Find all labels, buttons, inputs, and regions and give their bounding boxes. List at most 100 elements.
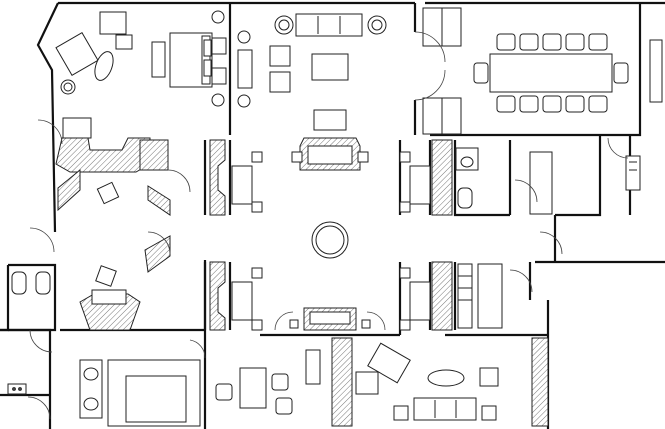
- armchair: [479, 367, 499, 387]
- armchair: [269, 71, 291, 93]
- stool: [361, 319, 371, 329]
- chair: [399, 151, 411, 163]
- shelf: [457, 263, 473, 329]
- stool: [357, 151, 369, 163]
- reception-desk: [62, 117, 92, 139]
- office-cubes-right: [399, 139, 533, 331]
- desk: [231, 165, 253, 205]
- round-stool: [60, 79, 76, 95]
- cabinet: [209, 261, 226, 331]
- pillow: [203, 39, 212, 57]
- chair: [251, 319, 263, 331]
- door-swing: [29, 227, 55, 253]
- sink-icon: [83, 367, 99, 381]
- door-swing: [27, 396, 51, 420]
- bedroom: [151, 32, 253, 89]
- sink-icon: [83, 397, 99, 411]
- bathroom-lower-left: [7, 271, 53, 420]
- dining-table: [489, 53, 613, 93]
- lounge-lower: [215, 307, 549, 427]
- door-swing: [607, 137, 629, 159]
- desk: [231, 281, 253, 321]
- door-swing: [189, 339, 206, 359]
- sofa: [295, 13, 363, 37]
- sink-icon: [7, 383, 27, 395]
- lamp-icon: [211, 10, 225, 24]
- nightstand: [211, 37, 227, 55]
- cabinet: [431, 139, 453, 216]
- chair: [251, 267, 263, 279]
- coffee-table: [427, 369, 465, 387]
- side-table: [115, 34, 133, 50]
- door-swing: [514, 179, 538, 203]
- lounge-room: [55, 10, 251, 108]
- reception-left: [37, 117, 171, 216]
- closet: [529, 151, 553, 215]
- reception-desk: [313, 109, 347, 131]
- chair: [251, 201, 263, 213]
- side-table: [393, 405, 409, 421]
- door-swing: [147, 231, 171, 255]
- chair: [399, 267, 411, 279]
- bed: [125, 375, 187, 423]
- pillow: [203, 59, 212, 77]
- desk: [409, 281, 431, 321]
- lamp-icon: [237, 30, 251, 44]
- armchair: [99, 11, 127, 35]
- recliner-chair: [367, 342, 411, 384]
- partition-wall: [57, 168, 81, 212]
- round-table: [311, 221, 349, 259]
- chair: [399, 319, 411, 331]
- filing-cabinet: [477, 263, 503, 329]
- desk: [151, 41, 166, 78]
- sideboard: [649, 39, 663, 103]
- chair: [96, 181, 120, 205]
- reception-lower-left: [29, 227, 171, 331]
- door-swing: [539, 231, 563, 255]
- side-table: [305, 349, 321, 385]
- dining-chair-right: [613, 62, 629, 84]
- sofa: [413, 397, 477, 421]
- reception-desk: [91, 289, 127, 305]
- door-swing: [167, 169, 191, 193]
- lamp-icon: [211, 93, 225, 107]
- door-swing: [274, 311, 294, 331]
- partition-wall: [144, 235, 171, 273]
- dining-room: [414, 7, 663, 135]
- cabinet: [209, 139, 226, 216]
- dresser: [237, 49, 253, 89]
- chair: [275, 397, 293, 415]
- sofa: [55, 31, 99, 77]
- reception-counter: [55, 137, 151, 173]
- partition-wall: [331, 337, 353, 427]
- office-cubes-left: [139, 139, 263, 331]
- stool: [291, 151, 303, 163]
- round-table: [367, 15, 387, 35]
- side-table: [481, 405, 497, 421]
- coffee-table: [311, 53, 349, 81]
- chair: [95, 265, 117, 287]
- door-swing: [509, 269, 533, 293]
- suite-lower-left: [79, 339, 206, 427]
- desk: [239, 367, 267, 409]
- living-room: [269, 13, 387, 93]
- lamp-icon: [237, 94, 251, 108]
- chair: [215, 383, 233, 401]
- chair: [399, 201, 411, 213]
- nightstand: [211, 67, 227, 85]
- service-rooms-right: [455, 137, 641, 255]
- counter-top: [309, 311, 351, 325]
- desk: [409, 165, 431, 205]
- reception-center: [291, 109, 369, 259]
- door-swing: [37, 119, 63, 145]
- door-swing: [414, 69, 446, 101]
- door-swing: [366, 311, 386, 331]
- partition-wall: [147, 185, 171, 216]
- coffee-table: [94, 51, 114, 81]
- doors-misc: [274, 179, 538, 331]
- round-table: [274, 15, 294, 35]
- chair: [251, 151, 263, 163]
- dining-chairs-top: [496, 33, 608, 51]
- dining-chair-left: [473, 62, 489, 84]
- partition-wall: [139, 139, 169, 171]
